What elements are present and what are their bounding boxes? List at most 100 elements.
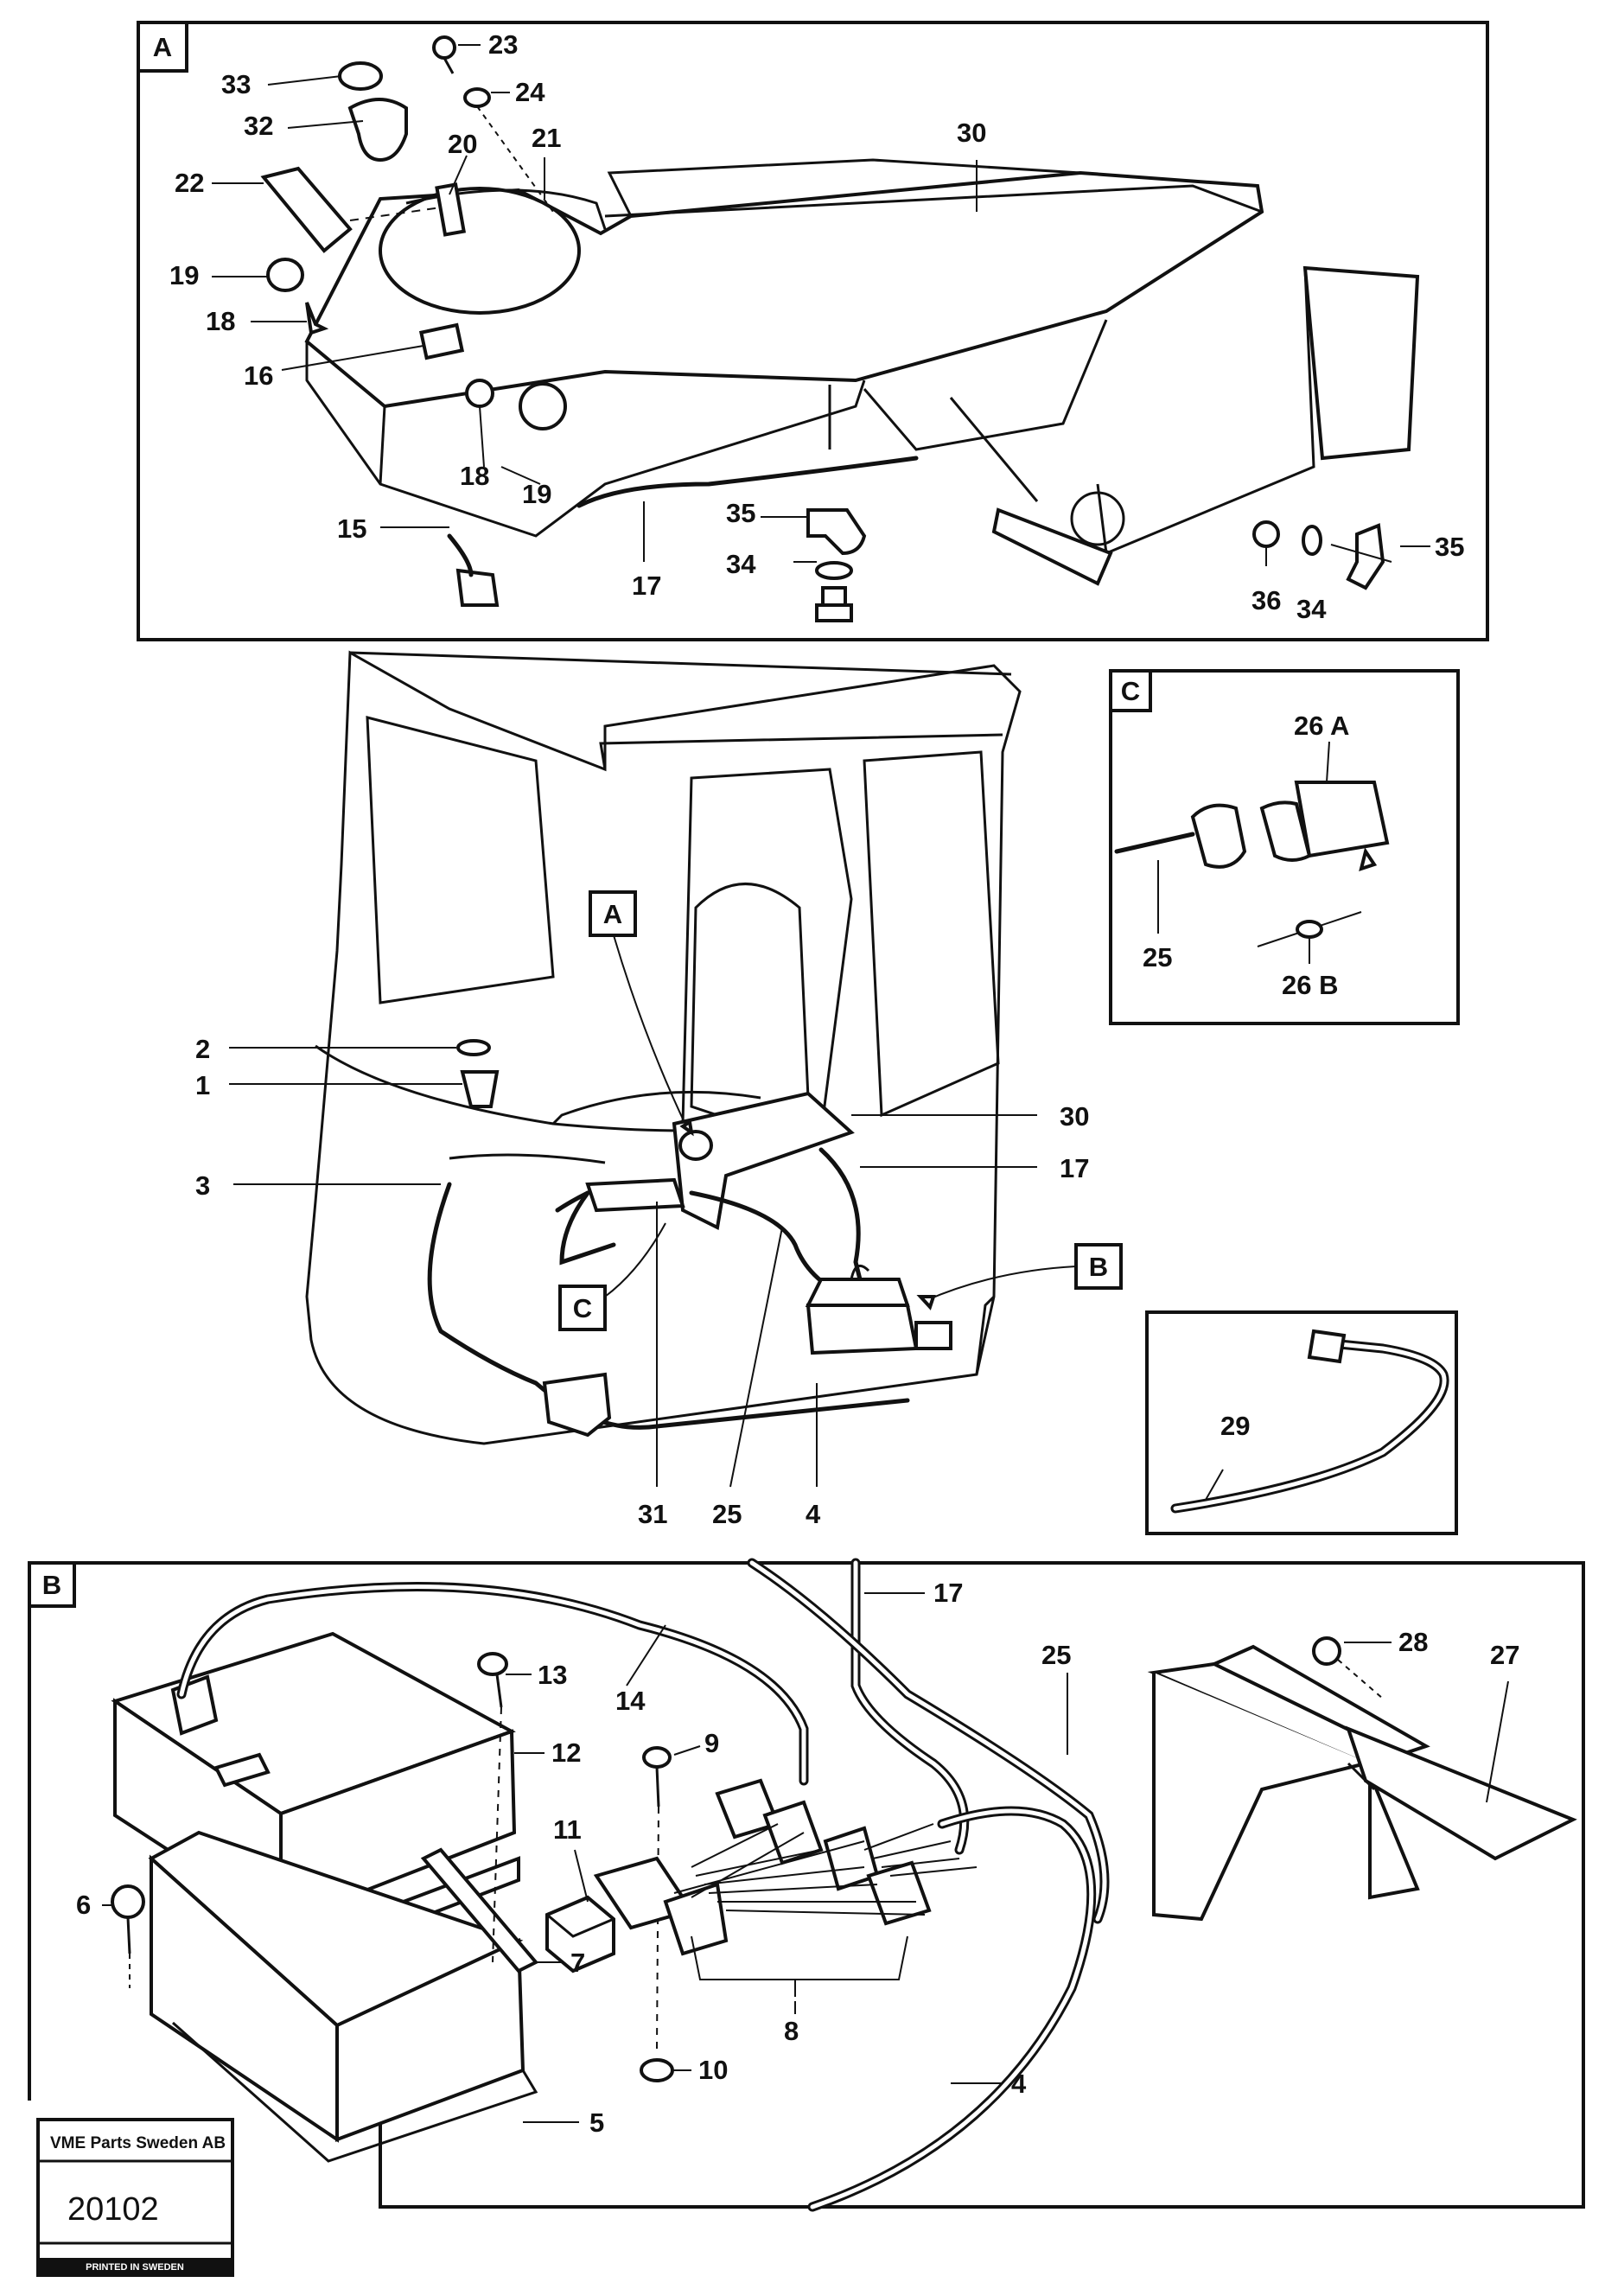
stamp-printed: PRINTED IN SWEDEN xyxy=(86,2262,184,2273)
detail-b-frame xyxy=(29,1561,1585,2209)
b-callout-4: 4 xyxy=(1011,2069,1027,2099)
part-10-nut xyxy=(640,2058,674,2082)
part-34-bolt xyxy=(815,586,853,622)
part-34-washer xyxy=(815,561,853,580)
cab-bracket xyxy=(542,1372,612,1438)
detail-b-tag: B xyxy=(42,1570,61,1600)
part-11-relay xyxy=(545,1895,615,1973)
part-24-dashline xyxy=(476,105,554,213)
b-callout-6: 6 xyxy=(76,1890,91,1920)
part-25-plug xyxy=(1190,803,1247,869)
stamp-company: VME Parts Sweden AB xyxy=(50,2134,226,2152)
cab-ref-a-box xyxy=(589,890,637,937)
part-29-connector xyxy=(1307,1329,1347,1364)
part-23-screw xyxy=(432,35,456,74)
part-26b-diode xyxy=(1257,911,1362,947)
part-24-washer xyxy=(463,87,491,108)
part-36-nut xyxy=(1252,520,1280,548)
callout-23: 23 xyxy=(488,29,518,60)
part-15-connector xyxy=(455,568,500,607)
callout-34b: 34 xyxy=(1296,594,1327,624)
b-callout-14: 14 xyxy=(615,1686,646,1716)
callout-16: 16 xyxy=(244,360,273,391)
b-callout-5: 5 xyxy=(589,2107,604,2138)
detail-a-panel: A xyxy=(137,21,1489,641)
cab-overview: A C B 2 1 3 30 17 31 25 4 xyxy=(195,650,1123,1529)
cab-rear-window xyxy=(366,716,555,1004)
cab-callout-17: 17 xyxy=(1060,1153,1089,1183)
cab-callout-1: 1 xyxy=(195,1070,210,1100)
cab-callout-3: 3 xyxy=(195,1170,210,1201)
cab-item-2 xyxy=(456,1039,491,1056)
detail-b-tag-box xyxy=(28,1561,76,1608)
callout-19: 19 xyxy=(169,260,199,290)
callout-25-c: 25 xyxy=(1143,942,1172,972)
detail-29-frame xyxy=(1145,1310,1458,1535)
part-35-clip-b xyxy=(1346,523,1385,590)
callout-29: 29 xyxy=(1220,1411,1250,1441)
detail-b-panel: B xyxy=(28,1558,1585,2212)
callout-15: 15 xyxy=(337,513,366,544)
part-25-cable xyxy=(1114,832,1195,854)
b-callout-13: 13 xyxy=(538,1660,567,1690)
detail-29-panel: 29 xyxy=(1145,1310,1458,1535)
callout-30: 30 xyxy=(957,118,986,148)
b-callout-8: 8 xyxy=(784,2016,799,2046)
stamp-code: 20102 xyxy=(67,2191,159,2228)
part-18-toggle xyxy=(305,302,329,335)
b-callout-25: 25 xyxy=(1041,1640,1071,1670)
part-19-cap-b xyxy=(519,382,567,430)
detail-a-leaders xyxy=(212,44,1430,566)
callout-36: 36 xyxy=(1251,585,1281,615)
detail-a-tag: A xyxy=(153,32,172,62)
callout-26a: 26 A xyxy=(1294,711,1349,741)
cab-connector-31 xyxy=(585,1177,685,1213)
cab-electric-box xyxy=(805,1264,952,1355)
b-callout-28: 28 xyxy=(1398,1627,1428,1657)
cab-seat xyxy=(690,883,810,1125)
part-6-bolt xyxy=(111,1884,145,1988)
b-callout-17: 17 xyxy=(933,1578,963,1608)
cab-door-window-2 xyxy=(863,750,1000,1118)
callout-21: 21 xyxy=(532,123,561,153)
callout-18b: 18 xyxy=(460,461,489,491)
callout-26b: 26 B xyxy=(1282,970,1338,1000)
part-9-bolt xyxy=(642,1746,672,2050)
callout-18: 18 xyxy=(206,306,235,336)
callout-33: 33 xyxy=(221,69,251,99)
b-callout-12: 12 xyxy=(551,1737,581,1768)
callout-17: 17 xyxy=(632,571,661,601)
detail-a-frame xyxy=(137,21,1489,641)
cab-wire-17 xyxy=(818,1147,863,1282)
cab-callout-4: 4 xyxy=(806,1499,821,1529)
callout-32: 32 xyxy=(244,111,273,141)
cab-wire-31 xyxy=(559,1190,616,1266)
cab-item-1 xyxy=(460,1070,500,1108)
part-15-wire xyxy=(447,533,474,577)
cab-callout-25: 25 xyxy=(712,1499,742,1529)
part-18-toggle-b xyxy=(465,379,494,408)
callout-34: 34 xyxy=(726,549,756,579)
detail-c-panel: C 26 A 25 26 B xyxy=(1109,669,1460,1025)
part-22-boot xyxy=(260,166,353,253)
part-34-washer-b xyxy=(1302,525,1322,556)
cab-leaders xyxy=(229,1047,1037,1488)
callout-22: 22 xyxy=(175,168,204,198)
cab-ref-c-box xyxy=(558,1285,607,1331)
callout-20: 20 xyxy=(448,129,477,159)
cab-ref-a: A xyxy=(603,899,622,929)
callout-35: 35 xyxy=(726,498,755,528)
part-33-cap xyxy=(338,61,383,91)
part-16-switch xyxy=(418,322,465,360)
cab-callout-30: 30 xyxy=(1060,1101,1089,1132)
callout-19b: 19 xyxy=(522,479,551,509)
b-callout-27: 27 xyxy=(1490,1640,1519,1670)
cab-ref-c: C xyxy=(573,1293,592,1323)
cab-console-30 xyxy=(672,1091,855,1230)
part-32-knob xyxy=(347,98,408,163)
part-27-bracket xyxy=(1147,1644,1577,1922)
b-callout-10: 10 xyxy=(698,2055,728,2085)
detail-c-tag-box xyxy=(1109,669,1152,712)
part-13-bolt xyxy=(477,1652,508,1963)
